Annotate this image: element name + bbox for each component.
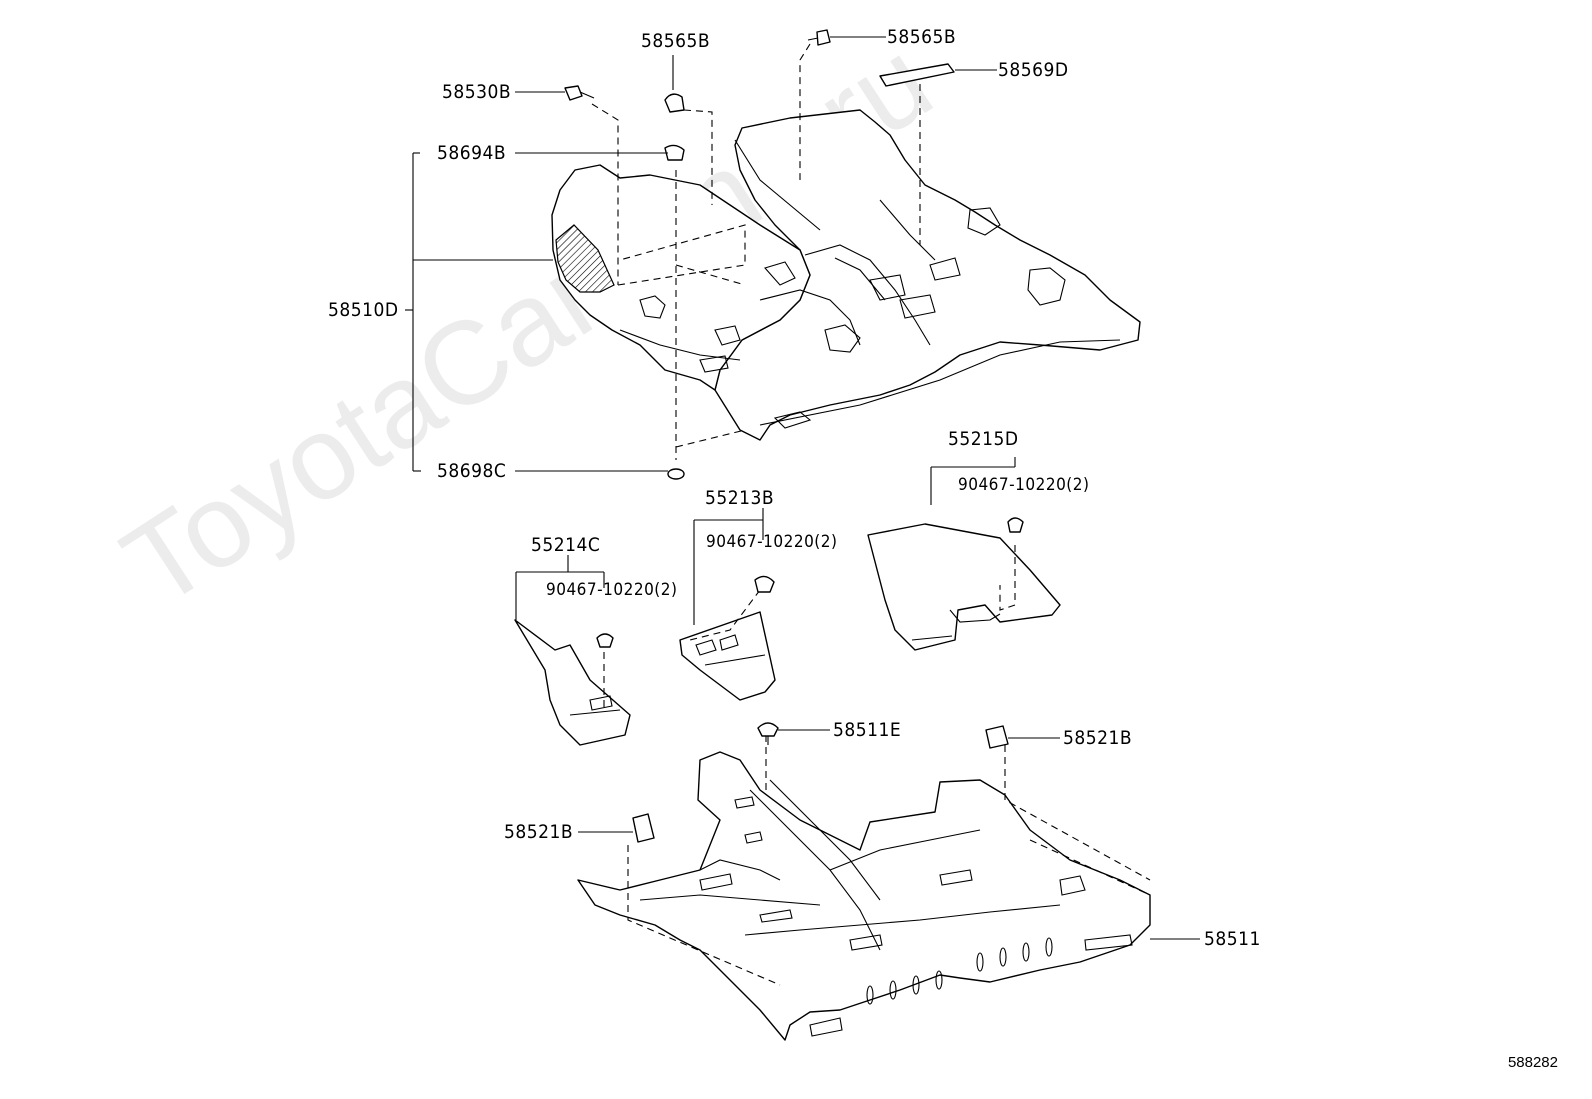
upper-leader-lines: [405, 36, 997, 472]
part-label-58521B-right: 58521B: [1063, 727, 1133, 749]
part-label-58565B-top-left: 58565B: [641, 30, 711, 52]
washer-58698C: [667, 468, 685, 480]
part-label-55213B: 55213B: [705, 487, 775, 509]
lower-reference-lines: [627, 735, 1151, 986]
part-label-58698C: 58698C: [437, 460, 507, 482]
clip-58511E: [757, 722, 779, 737]
part-label-58511E: 58511E: [833, 719, 902, 741]
part-label-58510D: 58510D: [328, 299, 399, 321]
floor-pad-55213B: [679, 508, 776, 701]
part-label-58569D: 58569D: [998, 59, 1069, 81]
part-label-58511: 58511: [1204, 928, 1261, 950]
part-label-55214C-sub: 90467-10220(2): [546, 580, 678, 600]
clip-58565B-right: [816, 29, 831, 46]
clip-58521B-right: [985, 725, 1009, 749]
clip-58521B-left: [632, 813, 655, 843]
upper-reference-lines: [591, 43, 921, 460]
diagram-id: 588282: [1507, 1054, 1558, 1071]
lower-leader-lines: [578, 729, 1200, 940]
floor-carpet-front-58510D: [551, 109, 1141, 441]
part-label-55213B-sub: 90467-10220(2): [706, 532, 838, 552]
floor-carpet-rear-58511: [577, 751, 1151, 1041]
part-label-58565B-top-right: 58565B: [887, 26, 957, 48]
clip-58694B: [664, 144, 685, 161]
floor-pad-55215D: [867, 457, 1061, 651]
lower-fasteners: [632, 722, 1009, 843]
floor-pad-55214C: [514, 555, 631, 746]
part-label-55215D: 55215D: [948, 428, 1019, 450]
screw-58530B: [564, 85, 583, 101]
clip-58565B-left: [664, 93, 685, 113]
upper-fasteners: [564, 29, 955, 480]
part-label-55215D-sub: 90467-10220(2): [958, 475, 1090, 495]
part-label-58530B: 58530B: [442, 81, 512, 103]
part-label-58521B-left: 58521B: [504, 821, 574, 843]
plate-58569D: [879, 63, 955, 87]
part-label-55214C: 55214C: [531, 534, 601, 556]
part-label-58694B: 58694B: [437, 142, 507, 164]
